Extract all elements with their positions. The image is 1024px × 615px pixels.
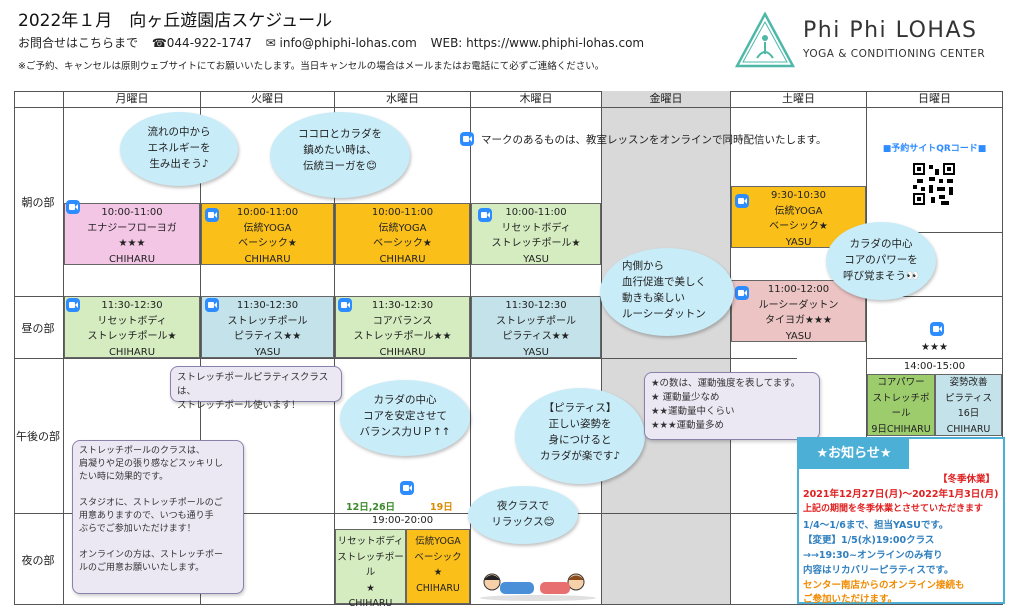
class-mon-noon[interactable]: 11:30-12:30 リセットボディ ストレッチポール★ CHIHARU bbox=[64, 296, 200, 358]
speech-bubble-core-power: カラダの中心 コアのパワーを 呼び覚まそう👀 bbox=[826, 222, 936, 300]
page-title: 2022年１月 向ヶ丘遊園店スケジュール bbox=[18, 11, 333, 31]
class-wed-morning[interactable]: 10:00-11:00 伝統YOGA ベーシック★ CHIHARU bbox=[335, 203, 470, 265]
speech-bubble-core-balance: カラダの中心 コアを安定させて バランス力ＵＰ↑↑ bbox=[340, 380, 470, 456]
speech-bubble-lucy: 内側から 血行促進で美しく 動きも楽しい ルーシーダットン bbox=[600, 248, 734, 336]
speech-bubble-traditional: ココロとカラダを 鎮めたい時は、 伝統ヨーガを😊 bbox=[270, 112, 410, 198]
email-address[interactable]: ✉ info@phiphi-lohas.com bbox=[265, 36, 417, 50]
zoom-camera-icon bbox=[735, 286, 749, 300]
class-tue-morning[interactable]: 10:00-11:00 伝統YOGA ベーシック★ CHIHARU bbox=[201, 203, 334, 265]
zoom-camera-icon bbox=[735, 194, 749, 208]
booking-note: ※ご予約、キャンセルは原則ウェブサイトにてお願いいたします。当日キャンセルの場合… bbox=[18, 61, 605, 72]
notice-line-3: →→19:30~オンラインのみ有り bbox=[803, 550, 943, 561]
row-label-night: 夜の部 bbox=[21, 554, 55, 567]
class-thu-morning[interactable]: 10:00-11:00 リセットボディ ストレッチポール★ YASU bbox=[471, 203, 601, 265]
qr-code-icon[interactable] bbox=[911, 161, 957, 207]
header-wednesday: 水曜日 bbox=[386, 92, 419, 105]
speech-bubble-night: 夜クラスで リラックス😊 bbox=[468, 486, 578, 544]
stretch-pole-info: ストレッチポールのクラスは、 肩凝りや足の張り感などスッキリし たい時に効果的で… bbox=[72, 440, 244, 594]
zoom-camera-icon bbox=[400, 481, 414, 495]
notice-panel: ★お知らせ★ 【冬季休業】 2021年12月27日(月)～2022年1月3日(月… bbox=[797, 437, 1005, 605]
intensity-legend: ★の数は、運動強度を表してます。 ★ 運動量少なめ ★★運動量中くらい ★★★運… bbox=[644, 372, 820, 440]
class-sun-posture-pilates[interactable]: 姿勢改善 ピラティス 16日CHIHARU 30日YASU bbox=[935, 374, 1002, 450]
sunday-stars: ★★★ bbox=[921, 342, 948, 353]
row-label-morning: 朝の部 bbox=[21, 196, 55, 209]
notice-holiday-tag: 【冬季休業】 bbox=[937, 474, 995, 485]
zoom-camera-icon bbox=[460, 132, 474, 146]
phone-number: ☎044-922-1747 bbox=[151, 36, 252, 50]
logo-mark-icon bbox=[735, 12, 795, 68]
header-sunday: 日曜日 bbox=[918, 92, 951, 105]
notice-line-5: センター南店からのオンライン接続も bbox=[803, 580, 965, 591]
website-link[interactable]: WEB: https://www.phiphi-lohas.com bbox=[430, 36, 645, 50]
header-friday: 金曜日 bbox=[602, 91, 730, 107]
notice-header: ★お知らせ★ bbox=[799, 439, 909, 469]
speech-bubble-pilates: 【ピラティス】 正しい姿勢を 身につけると カラダが楽です♪ bbox=[515, 388, 645, 484]
wed-night-dates-b: 19日 bbox=[430, 502, 453, 513]
zoom-camera-icon bbox=[930, 322, 944, 336]
logo-tagline: YOGA & CONDITIONING CENTER bbox=[803, 48, 986, 60]
class-wed-night-stretch[interactable]: リセットボディ ストレッチポール ★ CHIHARU bbox=[335, 529, 406, 609]
notice-line-1: 1/4～1/6まで、担当YASUです。 bbox=[803, 520, 949, 531]
notice-holiday-text: 上記の期間を冬季休業とさせていただきます bbox=[803, 504, 984, 514]
row-label-noon: 昼の部 bbox=[21, 322, 55, 335]
class-tue-noon[interactable]: 11:30-12:30 ストレッチポール ピラティス★★ YASU bbox=[201, 296, 334, 358]
logo: Phi Phi LOHAS YOGA & CONDITIONING CENTER bbox=[735, 12, 1005, 68]
header-saturday: 土曜日 bbox=[782, 92, 815, 105]
zoom-camera-icon bbox=[338, 298, 352, 312]
sunday-time: 14:00-15:00 bbox=[867, 358, 1002, 375]
speech-bubble-flow: 流れの中から エネルギーを 生み出そう♪ bbox=[120, 112, 238, 186]
notice-line-6: ご参加いただけます。 bbox=[803, 594, 898, 605]
class-wed-noon[interactable]: 11:30-12:30 コアバランス ストレッチポール★★ CHIHARU bbox=[335, 296, 470, 358]
stretch-pole-pilates-note: ストレッチポールピラティスクラスは、 ストレッチポール使います！ bbox=[170, 366, 342, 411]
friday-column-bg bbox=[601, 107, 730, 604]
relaxing-people-icon bbox=[480, 573, 596, 601]
notice-line-4: 内容はリカバリーピラティスです。 bbox=[803, 565, 954, 576]
zoom-camera-icon bbox=[205, 298, 219, 312]
qr-label: ■予約サイトQRコード■ bbox=[882, 144, 987, 154]
class-sun-core-power[interactable]: コアパワー ストレッチポール 9日CHIHARU 23日YASU bbox=[867, 374, 935, 450]
class-mon-morning[interactable]: 10:00-11:00 エナジーフローヨガ ★★★ CHIHARU bbox=[64, 203, 200, 265]
header-thursday: 木曜日 bbox=[519, 92, 553, 105]
wed-night-dates-a: 12日,26日 bbox=[346, 502, 396, 513]
zoom-camera-icon bbox=[478, 208, 492, 222]
wed-night-time: 19:00-20:00 bbox=[371, 515, 434, 526]
contact-label: お問合せはこちらまで bbox=[18, 36, 139, 50]
zoom-camera-icon bbox=[66, 200, 80, 214]
zoom-camera-icon bbox=[66, 298, 80, 312]
row-label-afternoon: 午後の部 bbox=[16, 430, 60, 443]
header-monday: 月曜日 bbox=[115, 92, 149, 105]
notice-holiday-dates: 2021年12月27日(月)～2022年1月3日(月) bbox=[803, 489, 999, 500]
contact-info: お問合せはこちらまで ☎044-922-1747 ✉ info@phiphi-l… bbox=[18, 34, 654, 51]
header-tuesday: 火曜日 bbox=[251, 92, 284, 105]
notice-line-2: 【変更】1/5(水)19:00クラス bbox=[803, 535, 935, 546]
class-thu-noon[interactable]: 11:30-12:30 ストレッチポール ピラティス★★ YASU bbox=[471, 296, 601, 358]
online-note: マークのあるものは、教室レッスンをオンラインで同時配信いたします。 bbox=[481, 134, 827, 146]
class-wed-night-yoga[interactable]: 伝統YOGA ベーシック ★ CHIHARU bbox=[406, 529, 470, 604]
zoom-camera-icon bbox=[205, 208, 219, 222]
class-sat-late-morning[interactable]: 11:00-12:00 ルーシーダットン タイヨガ★★★ YASU bbox=[731, 280, 866, 342]
logo-name: Phi Phi LOHAS bbox=[803, 18, 978, 43]
